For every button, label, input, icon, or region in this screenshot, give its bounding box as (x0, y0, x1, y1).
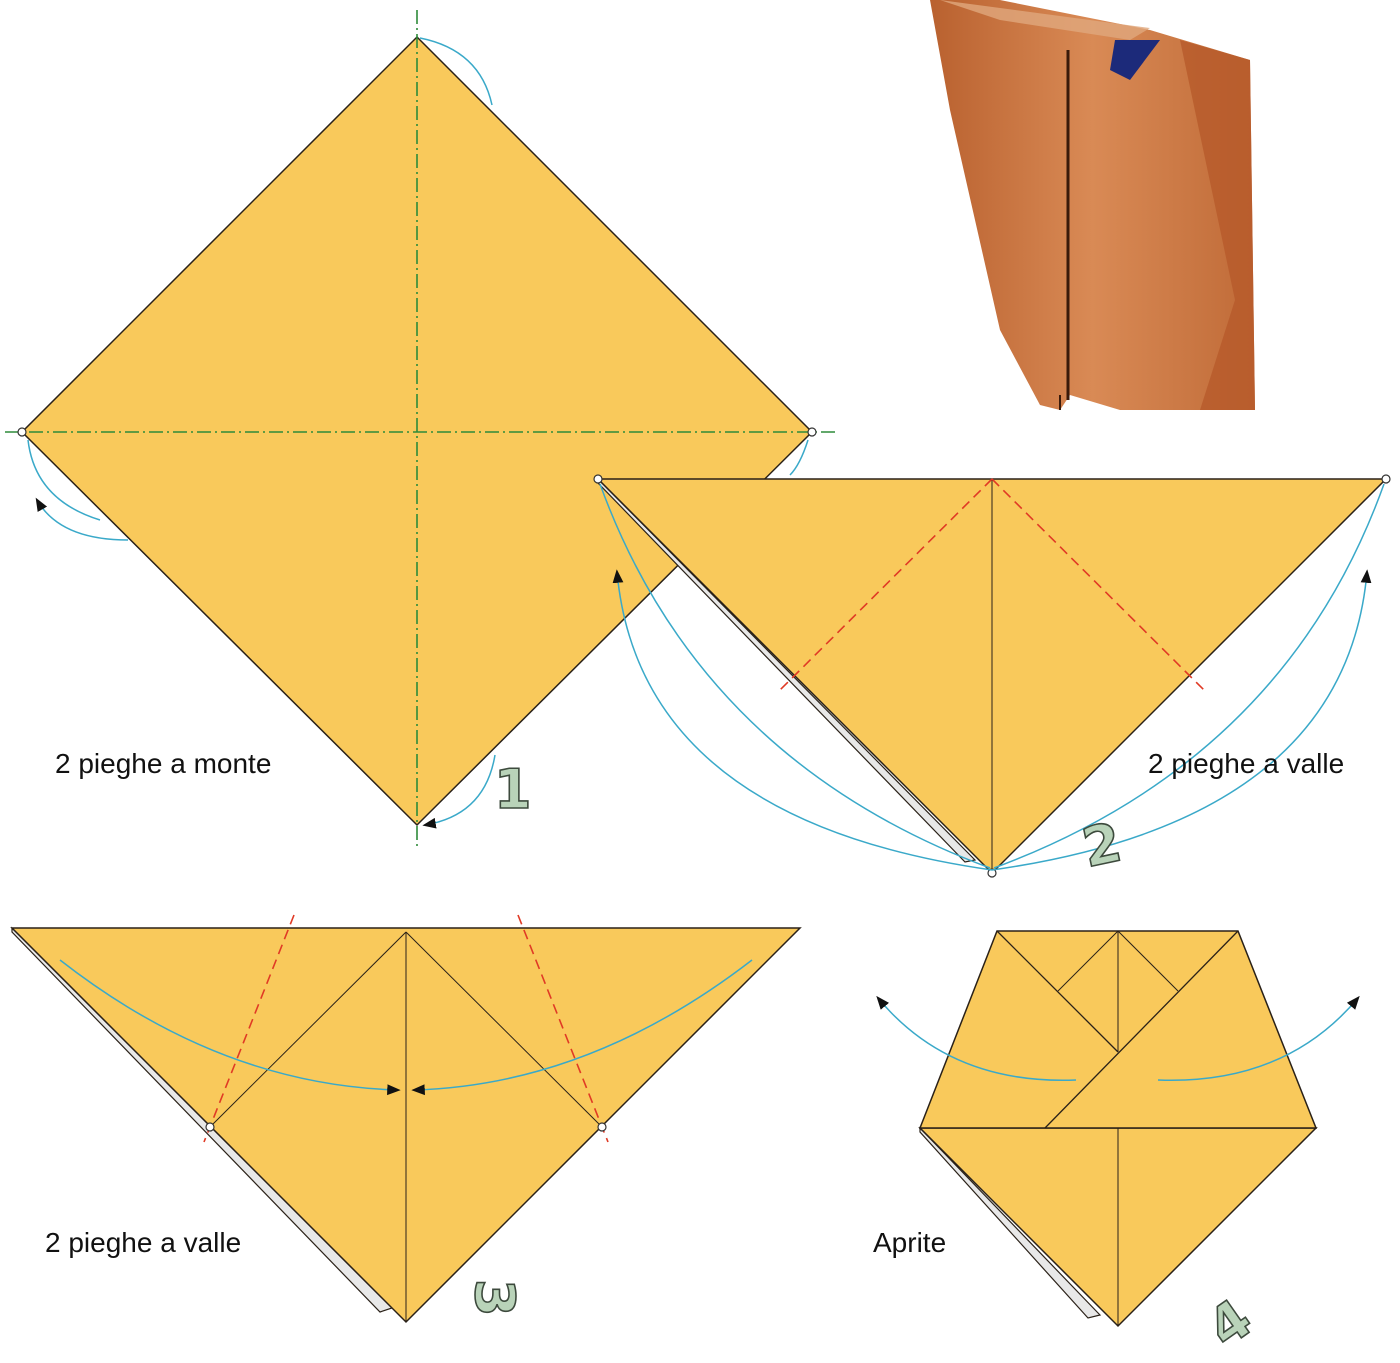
step-4-caption: Aprite (873, 1227, 946, 1258)
step-3-caption: 2 pieghe a valle (45, 1227, 241, 1258)
step-2-number: 2 (1077, 810, 1127, 879)
folded-paper-photo (930, 0, 1255, 410)
step-2-caption: 2 pieghe a valle (1148, 748, 1344, 779)
step-2 (594, 475, 1390, 877)
step-4 (878, 931, 1358, 1326)
step-1-caption: 2 pieghe a monte (55, 748, 271, 779)
step-3 (12, 915, 800, 1322)
step-4-number: 4 (1196, 1287, 1263, 1358)
step-1-number: 1 (494, 758, 532, 821)
step-1 (5, 10, 835, 850)
step-3-number: 3 (463, 1279, 526, 1317)
